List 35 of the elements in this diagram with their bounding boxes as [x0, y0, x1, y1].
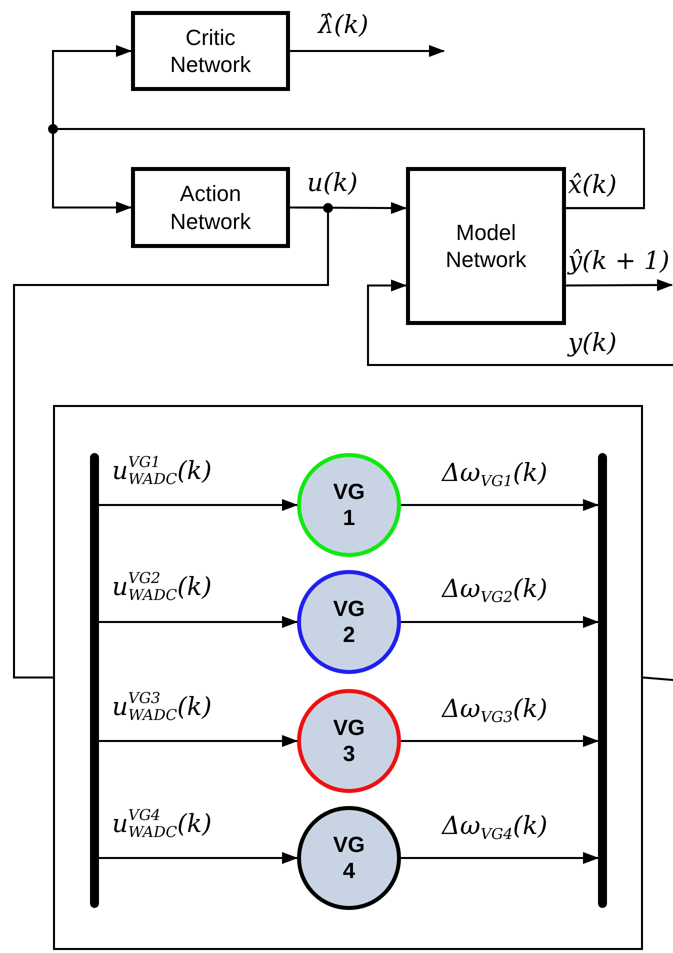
arrow: [99, 616, 298, 628]
signal-label: Δω$_{VG1}$(k): [442, 460, 548, 485]
signal-label: λ̂(k): [318, 12, 369, 37]
process-box: Model Network: [406, 167, 566, 325]
arrow: [52, 128, 645, 214]
arrow: [401, 499, 599, 511]
arrow: [290, 45, 445, 57]
signal-label: y(k): [568, 330, 617, 355]
arrow: [99, 852, 298, 864]
arrow: [99, 735, 298, 747]
signal-label: u$^{VG1}$$_{WADC}$(k): [112, 458, 212, 483]
signal-label: u(k): [307, 170, 358, 195]
process-box: Action Network: [131, 167, 290, 248]
arrow: [566, 279, 673, 292]
generator-circle: VG 4: [297, 806, 401, 910]
signal-label: Δω$_{VG4}$(k): [442, 813, 548, 838]
signal-label: u$^{VG3}$$_{WADC}$(k): [112, 694, 212, 719]
signal-label: u$^{VG2}$$_{WADC}$(k): [112, 574, 212, 599]
process-box: Critic Network: [131, 11, 290, 91]
arrow: [99, 499, 298, 511]
bus-bar: [598, 453, 607, 908]
signal-label: Δω$_{VG3}$(k): [442, 696, 548, 721]
system-frame: [53, 405, 643, 950]
signal-label: ŷ(k + 1): [568, 248, 670, 273]
arrow: [401, 852, 599, 864]
arrow: [401, 735, 599, 747]
signal-label: u$^{VG4}$$_{WADC}$(k): [112, 811, 212, 836]
signal-label: x̂(k): [568, 172, 617, 197]
signal-label: Δω$_{VG2}$(k): [442, 576, 548, 601]
bus-bar: [90, 453, 99, 908]
generator-circle: VG 2: [297, 570, 401, 674]
arrow: [367, 280, 673, 366]
generator-circle: VG 1: [297, 453, 401, 557]
arrow: [401, 616, 599, 628]
generator-circle: VG 3: [297, 689, 401, 793]
